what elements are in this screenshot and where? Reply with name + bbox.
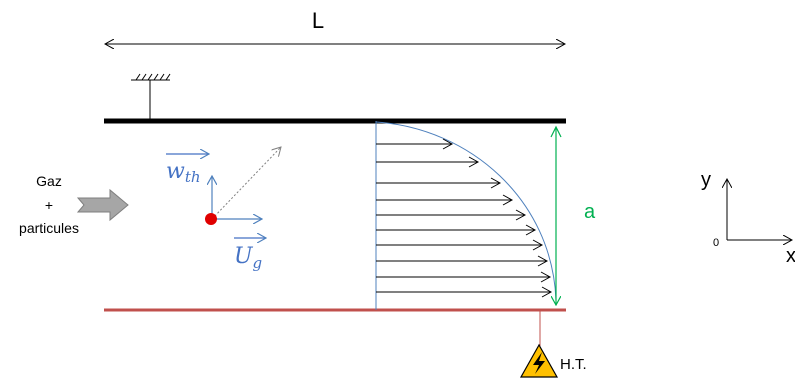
gas-label: Gaz [36,173,62,189]
profile-arrow-head [525,224,537,236]
svg-text:wth: wth [166,159,201,186]
wth-subscript: th [185,168,201,186]
velocity-profile-curve [375,121,557,301]
gap-arrow-top-head [550,125,562,138]
high-voltage-warning-icon [519,343,559,378]
gas-plus-label: + [45,197,53,213]
profile-arrow-head [490,177,502,189]
length-label: L [312,8,324,33]
ug-vector-label: Ug [234,238,266,272]
profile-arrow-head [468,156,480,168]
gas-inlet-arrow [76,188,129,222]
resultant-velocity-arrow [211,147,281,220]
wth-base: w [166,159,185,184]
profile-arrow-head [515,209,527,221]
axis-y-label: y [701,169,711,191]
particle-dot [205,213,217,225]
axis-x-label: x [786,245,795,267]
svg-text:Ug: Ug [234,244,262,272]
ug-base: U [234,244,254,269]
profile-arrow-head [532,239,544,251]
high-voltage-label: H.T. [560,356,587,373]
profile-arrows [376,138,553,298]
ground-icon [131,73,171,120]
wth-vector-label: wth [166,154,209,186]
ug-subscript: g [253,254,263,272]
gap-label: a [584,201,596,223]
profile-arrow-head [442,138,454,150]
profile-arrow-head [541,286,553,298]
axis-origin-label: 0 [713,237,719,249]
profile-arrow-head [502,194,514,206]
profile-arrow-head [540,271,552,283]
profile-arrow-head [537,255,549,267]
particles-label: particules [19,220,79,236]
